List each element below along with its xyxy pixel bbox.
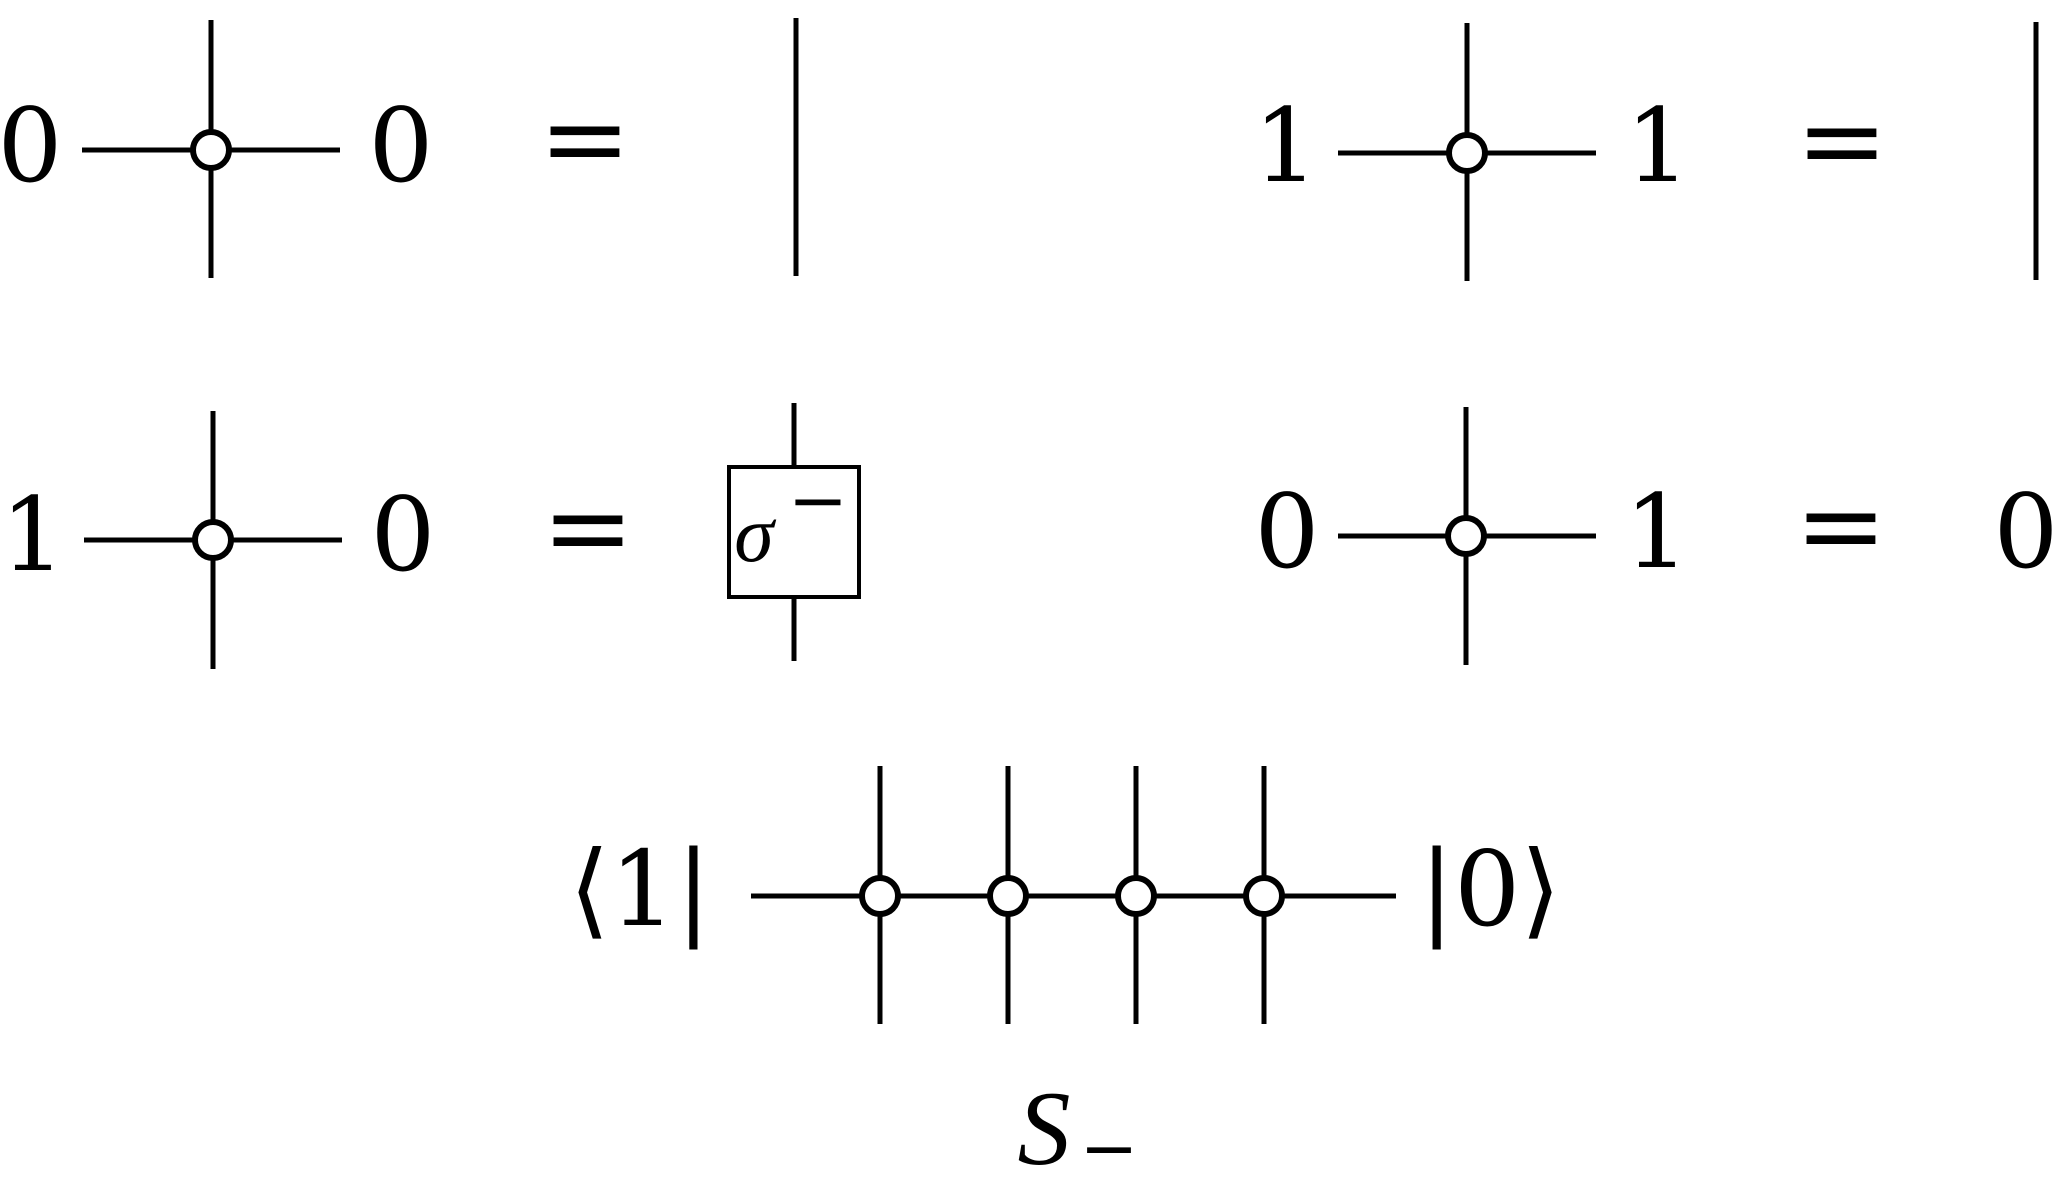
rule-1-1: 1 1 = [1254,22,2039,281]
rule-0-1-right-label: 1 [1625,473,1690,592]
rule-0-1-result: 0 [1994,473,2059,592]
bra-one: ⟨1| [569,828,711,950]
rule-1-0-left-label: 1 [1,476,66,595]
sigma-superscript-minus: − [788,458,848,542]
rule-0-1-left-label: 0 [1255,473,1320,592]
rule-0-0-node [190,129,232,171]
rule-0-1-node [1445,515,1487,557]
rule-1-0-equals: = [542,463,634,591]
rule-1-0: 1 0 = σ − [1,403,861,669]
chain-node-2 [987,875,1029,917]
rule-0-1-equals: = [1795,461,1887,589]
chain-node-4 [1243,875,1285,917]
chain-node-3 [1115,875,1157,917]
rule-0-0-equals: = [539,74,631,202]
sigma-symbol: σ [734,491,776,579]
chain-label-s: S [1018,1070,1071,1187]
rule-0-0-right-label: 0 [369,87,434,206]
rule-1-0-node [192,519,234,561]
ket-zero: |0⟩ [1419,828,1561,950]
operator-chain: ⟨1| |0⟩ S − [569,766,1561,1188]
chain-label-subscript-minus: − [1080,1107,1139,1188]
rule-1-1-left-label: 1 [1254,87,1319,206]
rule-1-0-right-label: 0 [371,476,436,595]
rule-1-1-node [1446,132,1488,174]
chain-node-1 [859,875,901,917]
rule-0-0: 0 0 = [0,18,799,278]
rule-0-1: 0 1 = 0 [1255,407,2059,665]
rule-1-1-equals: = [1796,76,1888,204]
rule-0-0-left-label: 0 [0,87,62,206]
chain-nodes [859,766,1285,1024]
sigma-minus-box [727,465,861,599]
rule-1-1-right-label: 1 [1626,87,1691,206]
